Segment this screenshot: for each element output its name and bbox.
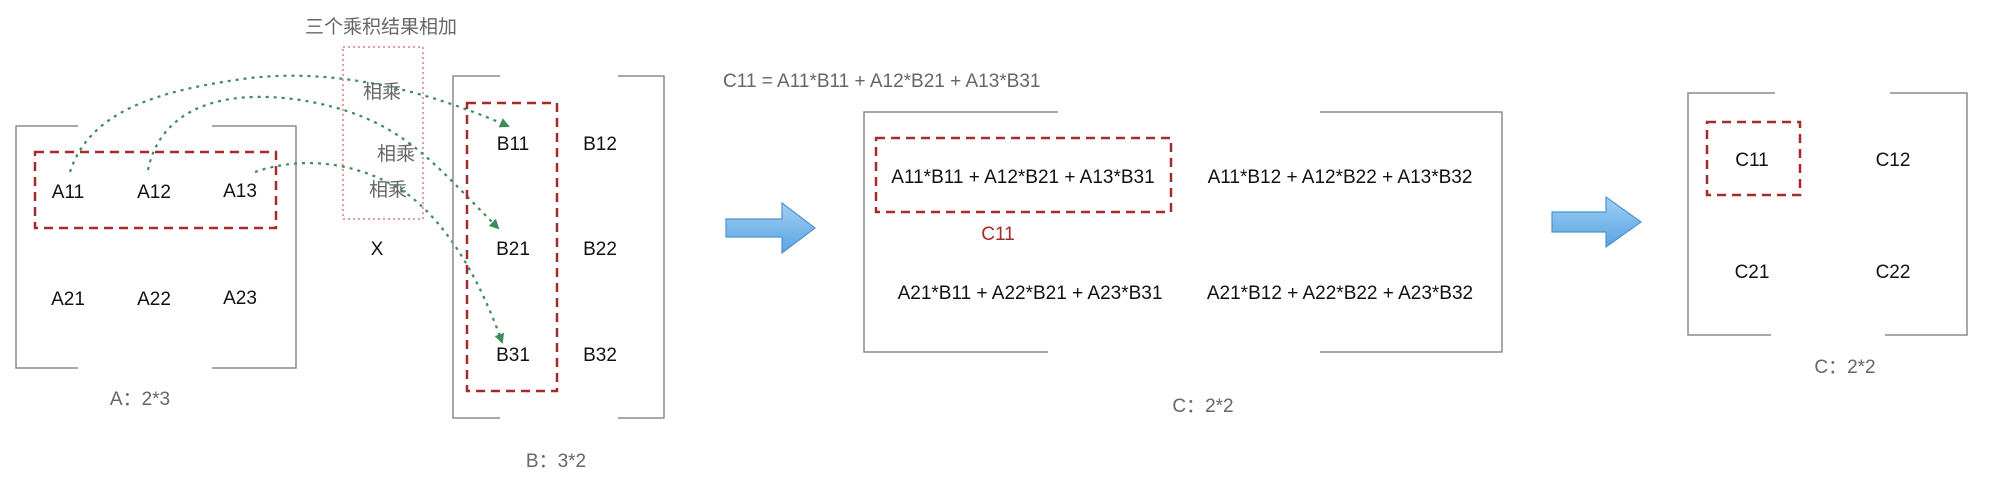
matrix-a-bracket-right: [212, 125, 297, 369]
matrix-b-caption: B：3*2: [526, 451, 586, 472]
matrix-c-expanded: A11*B11 + A12*B21 + A13*B31 A11*B12 + A1…: [863, 111, 1503, 417]
cell-a22: A22: [137, 289, 171, 310]
column-b1-highlight: [465, 101, 559, 393]
matrix-c-result-bracket-left: [1687, 92, 1775, 336]
cell-b12: B12: [583, 134, 617, 155]
cell-a12: A12: [137, 182, 171, 203]
matrix-c-expanded-bracket-right: [1320, 111, 1503, 353]
cell-b11: B11: [497, 134, 529, 155]
cell-c21-expanded: A21*B11 + A22*B21 + A23*B31: [898, 283, 1163, 304]
block-arrow-2: [1551, 195, 1643, 249]
matrix-c-expanded-bracket-left: [863, 111, 1058, 353]
multiply-label-3: 相乘: [369, 179, 407, 201]
c11-expanded-highlight: [874, 136, 1173, 214]
cell-c21: C21: [1735, 262, 1770, 283]
flow-arrow-a13-b31: [254, 161, 505, 344]
matrix-b-bracket-left: [452, 75, 500, 419]
multiply-label-box: [342, 46, 424, 220]
cell-c12: C12: [1876, 150, 1911, 171]
block-arrow-1: [725, 201, 816, 255]
matrix-c-result-bracket-right: [1885, 92, 1968, 336]
matrix-c-expanded-caption: C：2*2: [1172, 396, 1233, 417]
cell-b22: B22: [583, 239, 617, 260]
matrix-b: B11 B12 B21 B22 B31 B32 B：3*2: [452, 75, 665, 472]
multiply-label-1: 相乘: [363, 81, 401, 103]
matrix-a-caption: A：2*3: [110, 389, 170, 410]
flow-arrow-a11-b11: [68, 74, 510, 173]
c11-highlight-label: C11: [981, 224, 1014, 245]
cell-a13: A13: [223, 181, 257, 202]
c11-formula: C11 = A11*B11 + A12*B21 + A13*B31: [723, 71, 1040, 92]
cell-b32: B32: [583, 345, 617, 366]
cell-a11: A11: [52, 182, 84, 203]
c11-result-highlight: [1705, 120, 1802, 197]
matrix-a-bracket-left: [15, 125, 78, 369]
cell-c22: C22: [1876, 262, 1911, 283]
cell-b21: B21: [496, 239, 530, 260]
cell-c22-expanded: A21*B12 + A22*B22 + A23*B32: [1207, 283, 1473, 304]
cell-b31: B31: [496, 345, 530, 366]
cell-c11: C11: [1735, 150, 1768, 171]
flow-arrows: [68, 74, 510, 344]
cell-c12-expanded: A11*B12 + A12*B22 + A13*B32: [1208, 167, 1473, 188]
row-a1-highlight: [33, 150, 278, 230]
multiply-operator: X: [371, 239, 384, 260]
cell-c11-expanded: A11*B11 + A12*B21 + A13*B31: [891, 167, 1154, 188]
cell-a21: A21: [51, 289, 85, 310]
matrix-c-result: C11 C12 C21 C22 C：2*2: [1687, 92, 1968, 378]
matrix-b-bracket-right: [618, 75, 665, 419]
sum-label: 三个乘积结果相加: [305, 16, 457, 38]
cell-a23: A23: [223, 288, 257, 309]
flow-arrow-a12-b21: [146, 95, 500, 230]
matrix-c-result-caption: C：2*2: [1814, 357, 1875, 378]
matrix-a: A11 A12 A13 A21 A22 A23 A：2*3: [15, 125, 297, 410]
multiply-label-2: 相乘: [377, 143, 415, 165]
multiplication-annotation: 三个乘积结果相加 相乘 相乘 相乘 X: [305, 16, 457, 260]
